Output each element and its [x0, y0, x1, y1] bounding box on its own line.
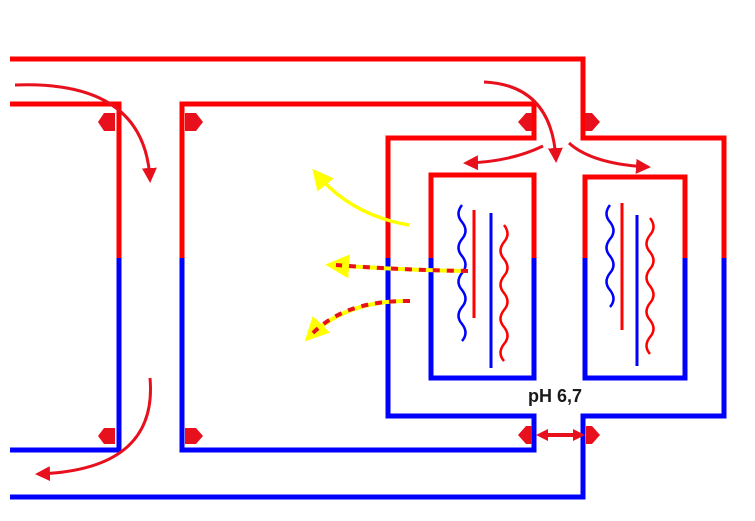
coiled-fiber-red [645, 217, 655, 355]
coiled-fiber-blue [605, 204, 615, 308]
valve-chamber-top [518, 113, 532, 131]
split-arrow-right [567, 141, 651, 174]
valve-markers [98, 113, 600, 444]
supply-line [10, 56, 727, 258]
outflow-arrow [35, 377, 152, 482]
membrane-module-2 [582, 174, 688, 381]
valve-left-bottom [98, 428, 115, 444]
valve-chamber-bottom [518, 426, 532, 444]
valve-supply-top [585, 113, 600, 131]
coiled-fiber-blue [457, 204, 467, 342]
split-arrow-left [463, 144, 544, 171]
left-channel [10, 101, 122, 453]
coiled-fiber-red [499, 224, 509, 362]
yellow-arrow-lower [304, 298, 411, 342]
yellow-arrow-middle-dash [335, 263, 469, 273]
return-line [10, 258, 727, 500]
valve-center-top [185, 113, 203, 131]
yellow-arrow-lower-dash [310, 298, 411, 336]
inflow-arrow [14, 83, 157, 183]
valve-return-bottom [586, 426, 600, 444]
module-1-fibers [457, 204, 509, 368]
flow-arrows [14, 80, 651, 482]
valve-center-bottom [185, 428, 203, 444]
central-chamber [179, 101, 537, 453]
permeate-arrows [304, 168, 469, 342]
module-2-fibers [605, 203, 655, 366]
split-arrow-top [483, 80, 563, 163]
ph-label: pH 6,7 [528, 386, 583, 406]
yellow-arrow-upper [312, 168, 410, 227]
membrane-module-1 [428, 172, 537, 381]
valve-connector-arrow [536, 429, 585, 441]
valve-left-top [98, 113, 115, 131]
